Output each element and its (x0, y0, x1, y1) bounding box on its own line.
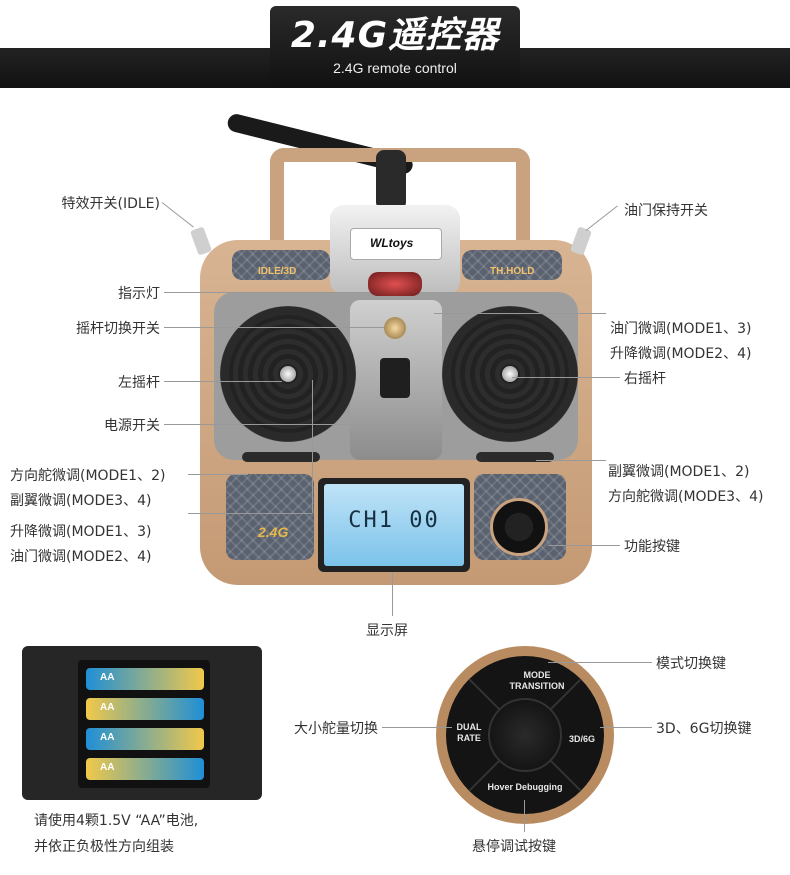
page-subtitle: 2.4G remote control (333, 60, 457, 76)
left-stick (280, 366, 296, 382)
callout-throttle-trim-m24: 油门微调(MODE2、4) (10, 549, 152, 565)
throttle-hold-switch (569, 226, 593, 256)
callout-rudder-trim-m12: 方向舵微调(MODE1、2) (10, 468, 166, 484)
function-button (490, 498, 548, 556)
leader-line (161, 202, 194, 228)
idle-switch (189, 226, 213, 256)
mode-transition-label: MODE TRANSITION (509, 670, 565, 691)
battery-note-line2: 并依正负极性方向组装 (34, 839, 174, 855)
callout-elevator-trim-m24: 升降微调(MODE2、4) (610, 346, 752, 362)
right-strip (462, 250, 562, 280)
frequency-badge: 2.4G (258, 524, 289, 540)
left-horizontal-trim (242, 452, 320, 462)
callout-stick-mode-switch: 摇杆切换开关 (76, 321, 160, 337)
callout-throttle-trim-m13: 油门微调(MODE1、3) (610, 321, 752, 337)
right-stick (502, 366, 518, 382)
right-horizontal-trim (476, 452, 554, 462)
lower-left-mesh (226, 474, 314, 560)
function-button-center (488, 698, 562, 772)
battery-cell: AA (86, 668, 204, 690)
brand-logo (350, 228, 442, 260)
antenna-base (376, 150, 406, 210)
leader-line (434, 313, 606, 314)
dual-rate-label: DUAL RATE (456, 722, 482, 743)
leader-line (392, 572, 393, 616)
battery-cell: AA (86, 698, 204, 720)
leader-line (548, 662, 652, 663)
left-strip (232, 250, 330, 280)
lcd-readout: CH1 00 (348, 508, 440, 533)
callout-display: 显示屏 (366, 623, 408, 639)
leader-line (600, 727, 652, 728)
callout-left-stick: 左摇杆 (118, 375, 160, 391)
leader-line (524, 800, 525, 832)
3d6g-label: 3D/6G (568, 734, 595, 744)
header-banner: 2.4G遥控器 2.4G remote control (0, 0, 790, 88)
leader-line (382, 727, 452, 728)
callout-rudder-trim-m34: 方向舵微调(MODE3、4) (608, 489, 764, 505)
callout-throttle-hold-switch: 油门保持开关 (624, 203, 708, 219)
callout-function-key: 功能按键 (624, 539, 680, 555)
callout-aileron-trim-m12: 副翼微调(MODE1、2) (608, 464, 750, 480)
brand-logo-text: WLtoys (370, 236, 414, 250)
callout-mode-switch-key: 模式切换键 (656, 656, 726, 672)
leader-line (188, 513, 312, 514)
hover-debugging-label: Hover Debugging (487, 782, 563, 792)
callout-aileron-trim-m34: 副翼微调(MODE3、4) (10, 493, 152, 509)
callout-elevator-trim-m13: 升降微调(MODE1、3) (10, 524, 152, 540)
leader-line (536, 460, 606, 461)
callout-right-stick: 右摇杆 (624, 371, 666, 387)
callout-hover-key: 悬停调试按键 (472, 839, 556, 855)
battery-note-line1: 请使用4颗1.5V “AA”电池, (34, 813, 199, 829)
stick-mode-knob (384, 317, 406, 339)
leader-line (164, 292, 368, 293)
callout-power-switch: 电源开关 (104, 418, 160, 434)
power-switch (380, 358, 410, 398)
leader-line (188, 474, 248, 475)
leader-line (164, 327, 384, 328)
callout-idle-switch: 特效开关(IDLE) (61, 196, 160, 212)
leader-line (164, 424, 380, 425)
callout-dual-rate: 大小舵量切换 (294, 721, 378, 737)
leader-line (585, 205, 618, 231)
page-title: 2.4G遥控器 (290, 15, 500, 56)
right-strip-label: TH.HOLD (490, 266, 535, 277)
leader-line (164, 381, 282, 382)
leader-line (312, 380, 313, 513)
left-strip-label: IDLE/3D (258, 266, 297, 277)
lcd-screen (324, 484, 464, 566)
indicator-led (368, 272, 422, 296)
callout-indicator-light: 指示灯 (118, 286, 160, 302)
leader-line (512, 377, 620, 378)
callout-3d6g-key: 3D、6G切换键 (656, 721, 752, 737)
leader-line (548, 545, 620, 546)
battery-cell: AA (86, 728, 204, 750)
header-tab (270, 6, 520, 88)
battery-cell: AA (86, 758, 204, 780)
